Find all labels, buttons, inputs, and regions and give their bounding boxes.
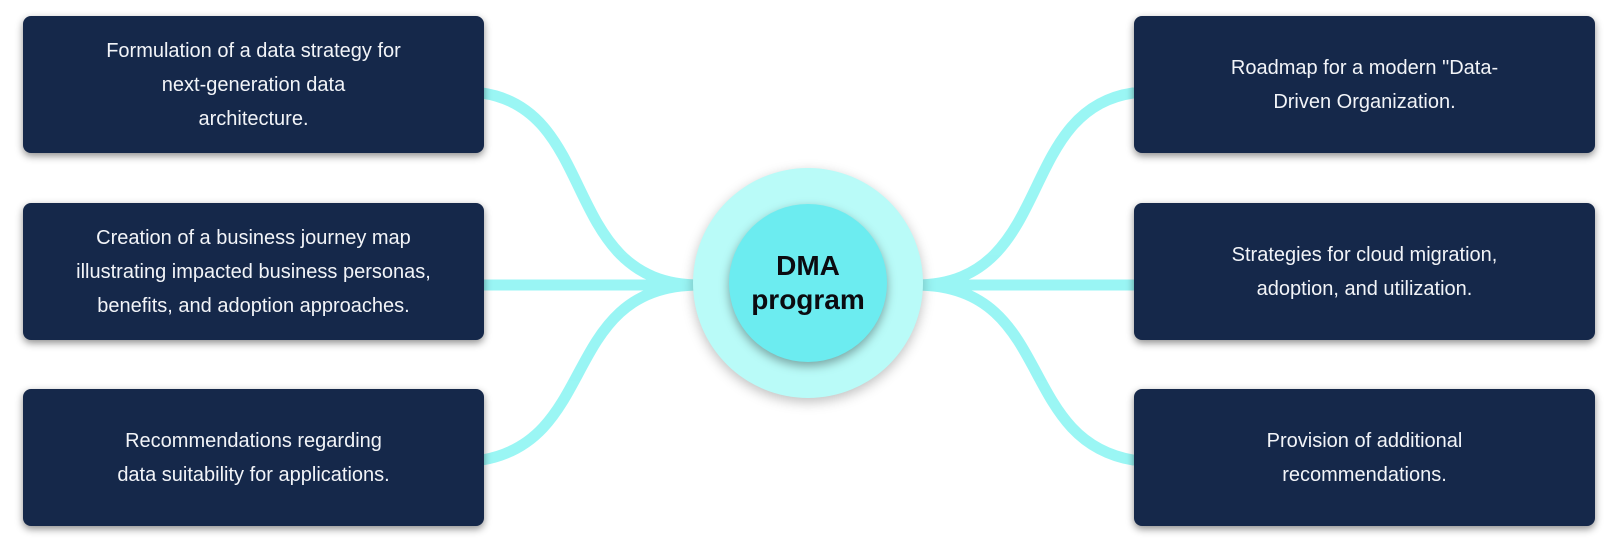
connector-right-top bbox=[909, 87, 1139, 291]
right-box-text: Provision of additional recommendations. bbox=[1266, 429, 1463, 486]
left-box-data-suitability: Recommendations regarding data suitabili… bbox=[23, 389, 484, 526]
right-box-text: Roadmap for a modern "Data- Driven Organ… bbox=[1230, 56, 1499, 113]
right-box-roadmap: Roadmap for a modern "Data- Driven Organ… bbox=[1134, 16, 1595, 153]
left-box-data-strategy: Formulation of a data strategy for next-… bbox=[23, 16, 484, 153]
center-node: DMA program bbox=[729, 204, 887, 362]
connector-left-bottom bbox=[476, 279, 706, 466]
left-box-business-journey-map: Creation of a business journey map illus… bbox=[23, 203, 484, 340]
right-box-text: Strategies for cloud migration, adoption… bbox=[1231, 243, 1498, 300]
center-label: DMA program bbox=[751, 250, 865, 315]
left-box-text: Formulation of a data strategy for next-… bbox=[106, 39, 401, 130]
connector-left-top bbox=[476, 87, 706, 291]
right-box-additional-recommendations: Provision of additional recommendations. bbox=[1134, 389, 1595, 526]
connector-right-bottom bbox=[909, 279, 1139, 466]
right-box-cloud-migration: Strategies for cloud migration, adoption… bbox=[1134, 203, 1595, 340]
left-box-text: Creation of a business journey map illus… bbox=[76, 226, 431, 317]
left-box-text: Recommendations regarding data suitabili… bbox=[117, 429, 390, 486]
